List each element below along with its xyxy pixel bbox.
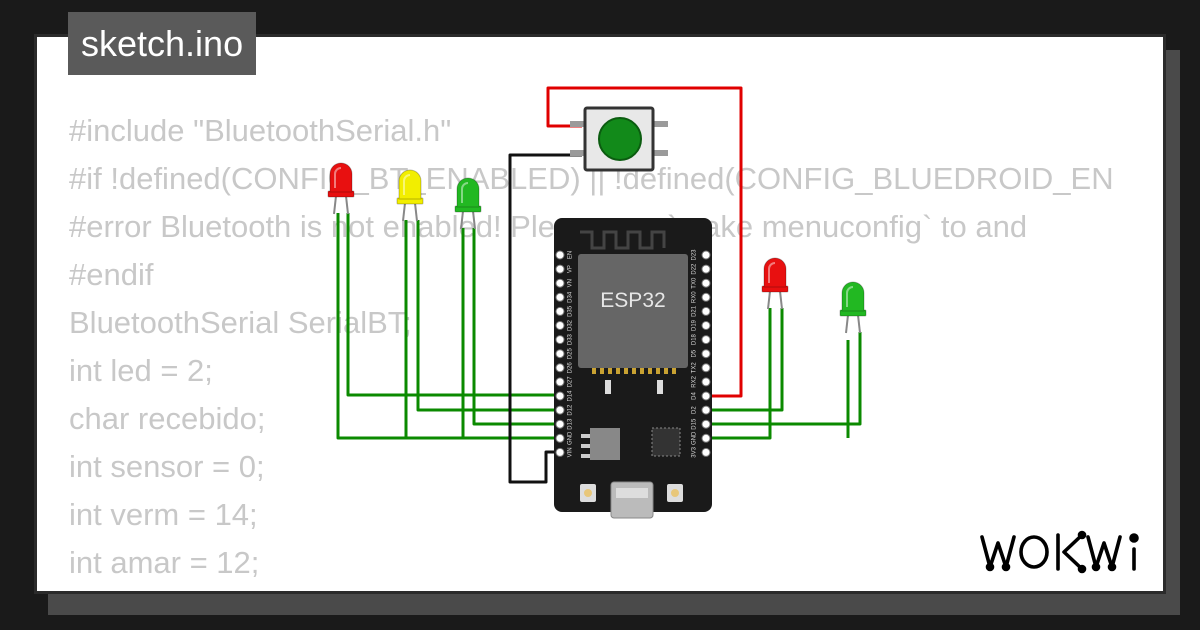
pin-left[interactable] bbox=[555, 433, 565, 443]
led-red[interactable] bbox=[327, 162, 355, 215]
wire-red-led-left-gnd bbox=[336, 213, 558, 440]
code-line[interactable]: int sensor = 0; bbox=[69, 449, 265, 484]
green-wires bbox=[336, 213, 862, 440]
led-red[interactable] bbox=[761, 257, 789, 310]
code-line[interactable]: BluetoothSerial SerialBT; bbox=[69, 305, 412, 340]
pin-left[interactable] bbox=[555, 349, 565, 359]
wire-button-to-d4 bbox=[546, 86, 743, 398]
pin-label: TX0 bbox=[692, 277, 698, 289]
pin-left[interactable] bbox=[555, 377, 565, 387]
pin-label: D22 bbox=[692, 263, 698, 275]
wire-button-to-gnd bbox=[508, 153, 582, 484]
code-line[interactable]: int verm = 14; bbox=[69, 497, 258, 532]
pin-label: VIN bbox=[568, 447, 574, 457]
led-group bbox=[327, 162, 867, 334]
pin-label: D14 bbox=[568, 390, 574, 402]
wire-green-led-right bbox=[706, 332, 862, 426]
wire-red-led-left bbox=[346, 213, 558, 397]
pin-left[interactable] bbox=[555, 321, 565, 330]
pin-label: RX2 bbox=[692, 375, 698, 387]
pin-label: D34 bbox=[568, 291, 574, 303]
pin-left[interactable] bbox=[555, 306, 565, 316]
pin-left[interactable] bbox=[555, 447, 565, 457]
wire-red-led-right-gnd bbox=[706, 308, 772, 440]
pin-label: D35 bbox=[568, 305, 574, 317]
pin-right[interactable] bbox=[701, 292, 711, 302]
pin-right[interactable] bbox=[701, 419, 711, 429]
pin-label: 3V3 bbox=[692, 446, 698, 457]
pin-label: VN bbox=[568, 279, 574, 287]
pin-left[interactable] bbox=[555, 335, 565, 345]
pin-right[interactable] bbox=[701, 250, 711, 260]
pin-right[interactable] bbox=[701, 321, 711, 330]
pin-label: D27 bbox=[568, 376, 574, 388]
module-pads bbox=[592, 368, 676, 374]
led-green[interactable] bbox=[839, 281, 867, 334]
pin-right[interactable] bbox=[701, 335, 711, 345]
pin-label: GND bbox=[568, 431, 574, 445]
code-line[interactable]: int amar = 12; bbox=[69, 545, 260, 580]
wire-green-led-left bbox=[472, 228, 558, 426]
pin-label: EN bbox=[568, 251, 574, 259]
pin-left[interactable] bbox=[555, 391, 565, 401]
pin-label: D5 bbox=[692, 349, 698, 357]
file-tab[interactable]: sketch.ino bbox=[68, 12, 257, 75]
code-line[interactable]: #endif bbox=[69, 257, 154, 292]
pin-right[interactable] bbox=[701, 377, 711, 387]
led-yellow[interactable] bbox=[396, 169, 424, 222]
wire-yellow-led bbox=[416, 220, 558, 412]
pin-label: VP bbox=[568, 265, 574, 273]
pin-left[interactable] bbox=[555, 278, 565, 288]
pin-label: D25 bbox=[568, 348, 574, 360]
pin-label: D26 bbox=[568, 362, 574, 374]
pin-right[interactable] bbox=[701, 264, 711, 274]
pin-right[interactable] bbox=[701, 363, 711, 373]
pin-right[interactable] bbox=[701, 405, 711, 415]
pin-left[interactable] bbox=[555, 292, 565, 302]
code-line[interactable]: #include "BluetoothSerial.h" bbox=[69, 113, 452, 148]
pin-right[interactable] bbox=[701, 349, 711, 359]
code-line[interactable]: #error Bluetooth is not enabled! Please … bbox=[69, 209, 1028, 244]
pin-left[interactable] bbox=[555, 363, 565, 373]
pin-left[interactable] bbox=[555, 264, 565, 274]
pin-label: GND bbox=[692, 431, 698, 445]
pin-right[interactable] bbox=[701, 447, 711, 457]
pin-right[interactable] bbox=[701, 278, 711, 288]
pin-label: D21 bbox=[692, 305, 698, 317]
pin-left[interactable] bbox=[555, 419, 565, 429]
pushbutton[interactable] bbox=[570, 106, 668, 172]
pin-label: D15 bbox=[692, 418, 698, 430]
pin-label: D4 bbox=[692, 392, 698, 400]
pin-label: D12 bbox=[568, 404, 574, 416]
pin-label: D13 bbox=[568, 418, 574, 430]
pin-label: TX2 bbox=[692, 362, 698, 374]
esp32-board[interactable]: ESP32 ENVPVND34D35D32D33D25D26D27D14D12D… bbox=[554, 218, 712, 519]
code-line[interactable]: char recebido; bbox=[69, 401, 266, 436]
pin-left[interactable] bbox=[555, 250, 565, 260]
pin-label: D33 bbox=[568, 333, 574, 345]
pin-right[interactable] bbox=[701, 433, 711, 443]
esp32-label: ESP32 bbox=[600, 289, 665, 312]
pin-right[interactable] bbox=[701, 306, 711, 316]
esp32-module bbox=[578, 254, 688, 368]
pin-right[interactable] bbox=[701, 391, 711, 401]
pin-label: D18 bbox=[692, 333, 698, 345]
pin-left[interactable] bbox=[555, 405, 565, 415]
pin-label: D32 bbox=[568, 319, 574, 331]
wire-red-led-right bbox=[706, 308, 784, 412]
pin-label: D19 bbox=[692, 319, 698, 331]
pin-label: D2 bbox=[692, 406, 698, 414]
wokwi-logo bbox=[980, 530, 1139, 574]
pin-label: D23 bbox=[692, 249, 698, 261]
led-green[interactable] bbox=[454, 177, 482, 230]
code-line[interactable]: int led = 2; bbox=[69, 353, 213, 388]
pin-label: RX0 bbox=[692, 291, 698, 303]
